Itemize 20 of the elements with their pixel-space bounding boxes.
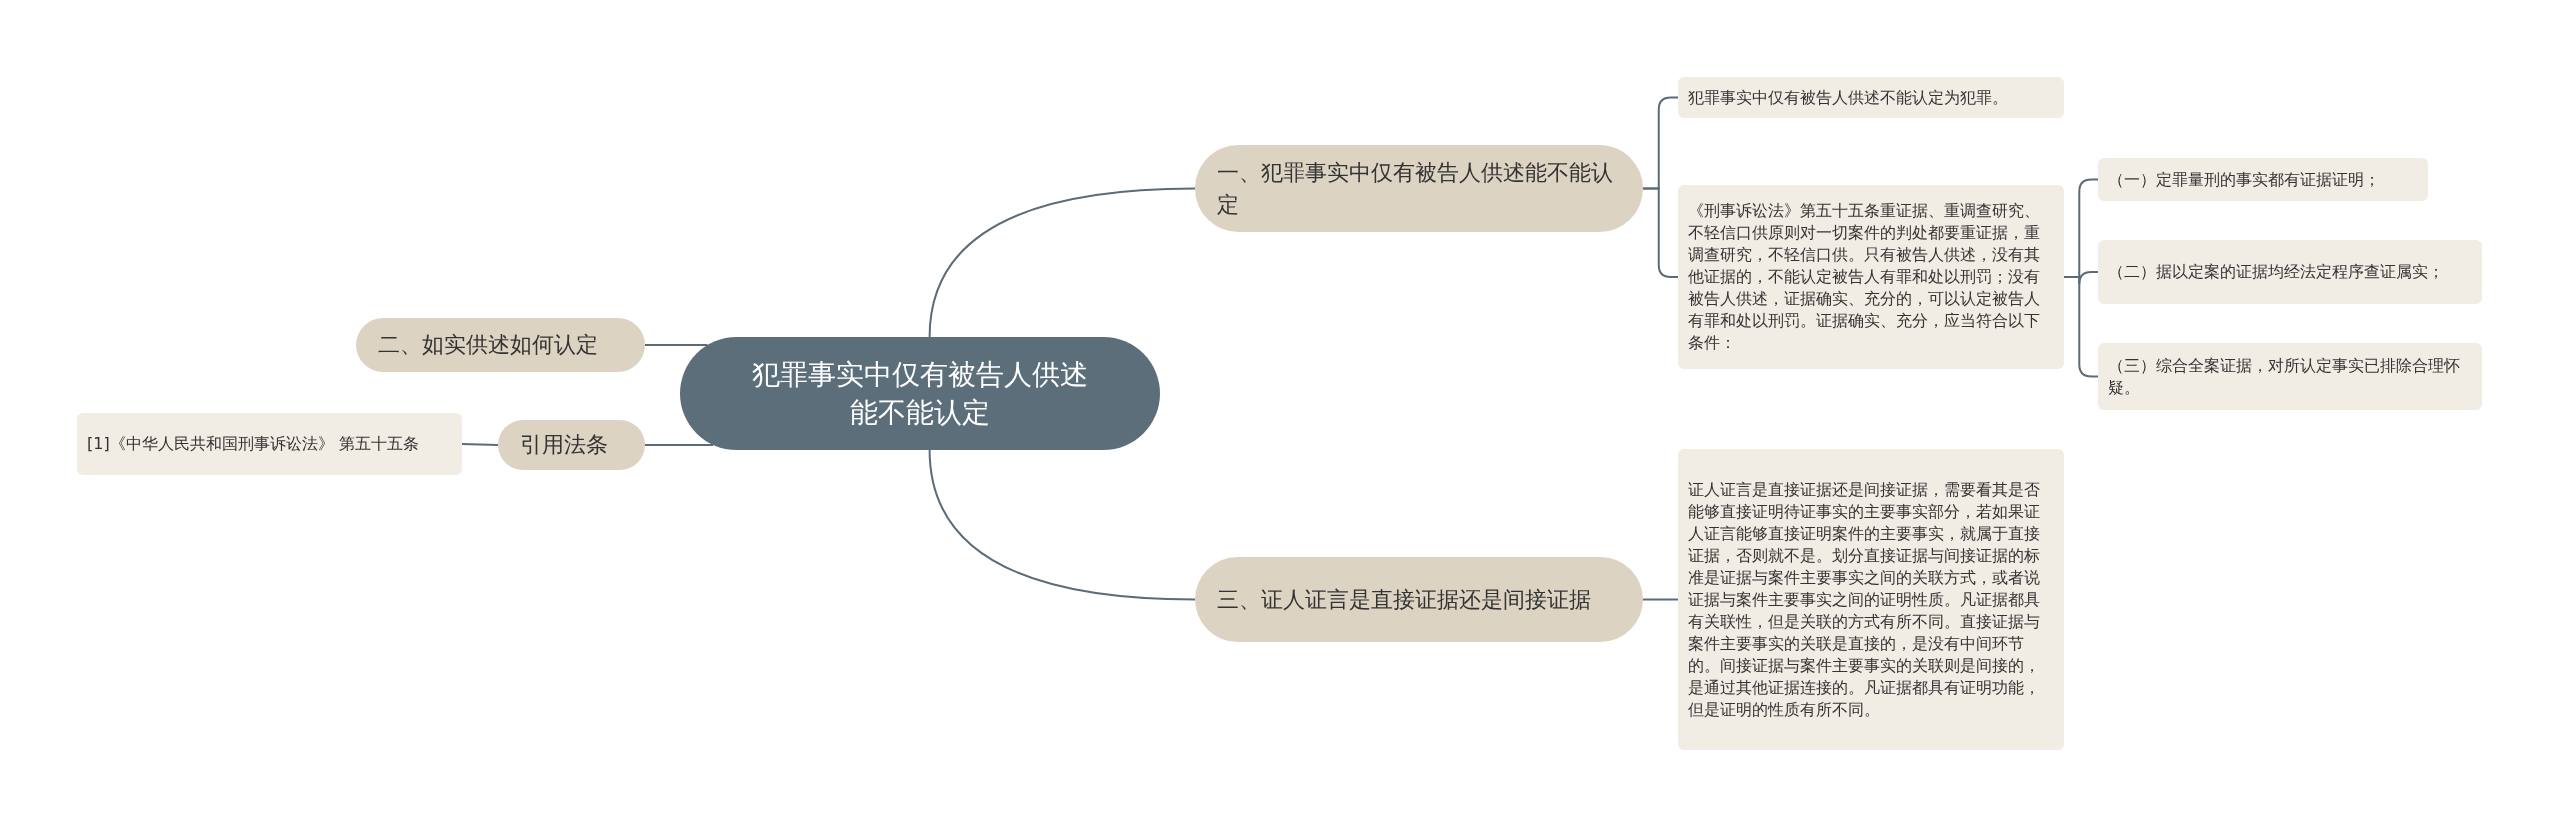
topic-pill: 引用法条 — [498, 420, 645, 470]
connector-line — [1642, 187, 1679, 278]
note-card: 证人证言是直接证据还是间接证据，需要看其是否能够直接证明待证事实的主要事实部分，若如果证人证言能够直接证明案件的主要事实，就属于直接证据，否则就不是。划分直接证据与间接证据的标准是证据与案件主要事实之间的关联方式，或者说证据与案件主要事实之间的证明性质。凡证据都具有关联性，但是关联的方式有所不同。直接证据与案件主要事实的关联是直接的，是没有中间环节的。间接证据与案件主要事实的关联则是间接的，是通过其他证据连接的。凡证据都具有证明功能，但是证明的性质有所不同。 — [1678, 449, 2064, 750]
central-topic: 犯罪事实中仅有被告人供述能不能认定 — [680, 337, 1160, 450]
connector-line — [1642, 598, 1679, 601]
connector-line — [644, 344, 709, 346]
note-card: [1]《中华人民共和国刑事诉讼法》 第五十五条 — [77, 413, 462, 475]
note-card: （三）综合全案证据，对所认定事实已排除合理怀疑。 — [2098, 343, 2482, 410]
connector-line — [461, 443, 499, 446]
note-card: 犯罪事实中仅有被告人供述不能认定为犯罪。 — [1678, 77, 2064, 118]
note-card: （二）据以定案的证据均经法定程序查证属实； — [2098, 240, 2482, 304]
note-card: （一）定罪量刑的事实都有证据证明； — [2098, 158, 2428, 201]
connector-line — [928, 187, 1196, 338]
topic-pill: 二、如实供述如何认定 — [356, 318, 645, 372]
connector-line — [2063, 276, 2099, 378]
topic-pill: 三、证人证言是直接证据还是间接证据 — [1195, 557, 1643, 642]
connector-line — [644, 444, 715, 446]
topic-pill: 一、犯罪事实中仅有被告人供述能不能认定 — [1195, 145, 1643, 232]
note-card: 《刑事诉讼法》第五十五条重证据、重调查研究、不轻信口供原则对一切案件的判处都要重证据，重调查研究，不轻信口供。只有被告人供述，没有其他证据的，不能认定被告人有罪和处以刑罚；没有被告人供述，证据确实、充分的，可以认定被告人有罪和处以刑罚。证据确实、充分，应当符合以下条件： — [1678, 185, 2064, 369]
connector-line — [928, 449, 1196, 601]
